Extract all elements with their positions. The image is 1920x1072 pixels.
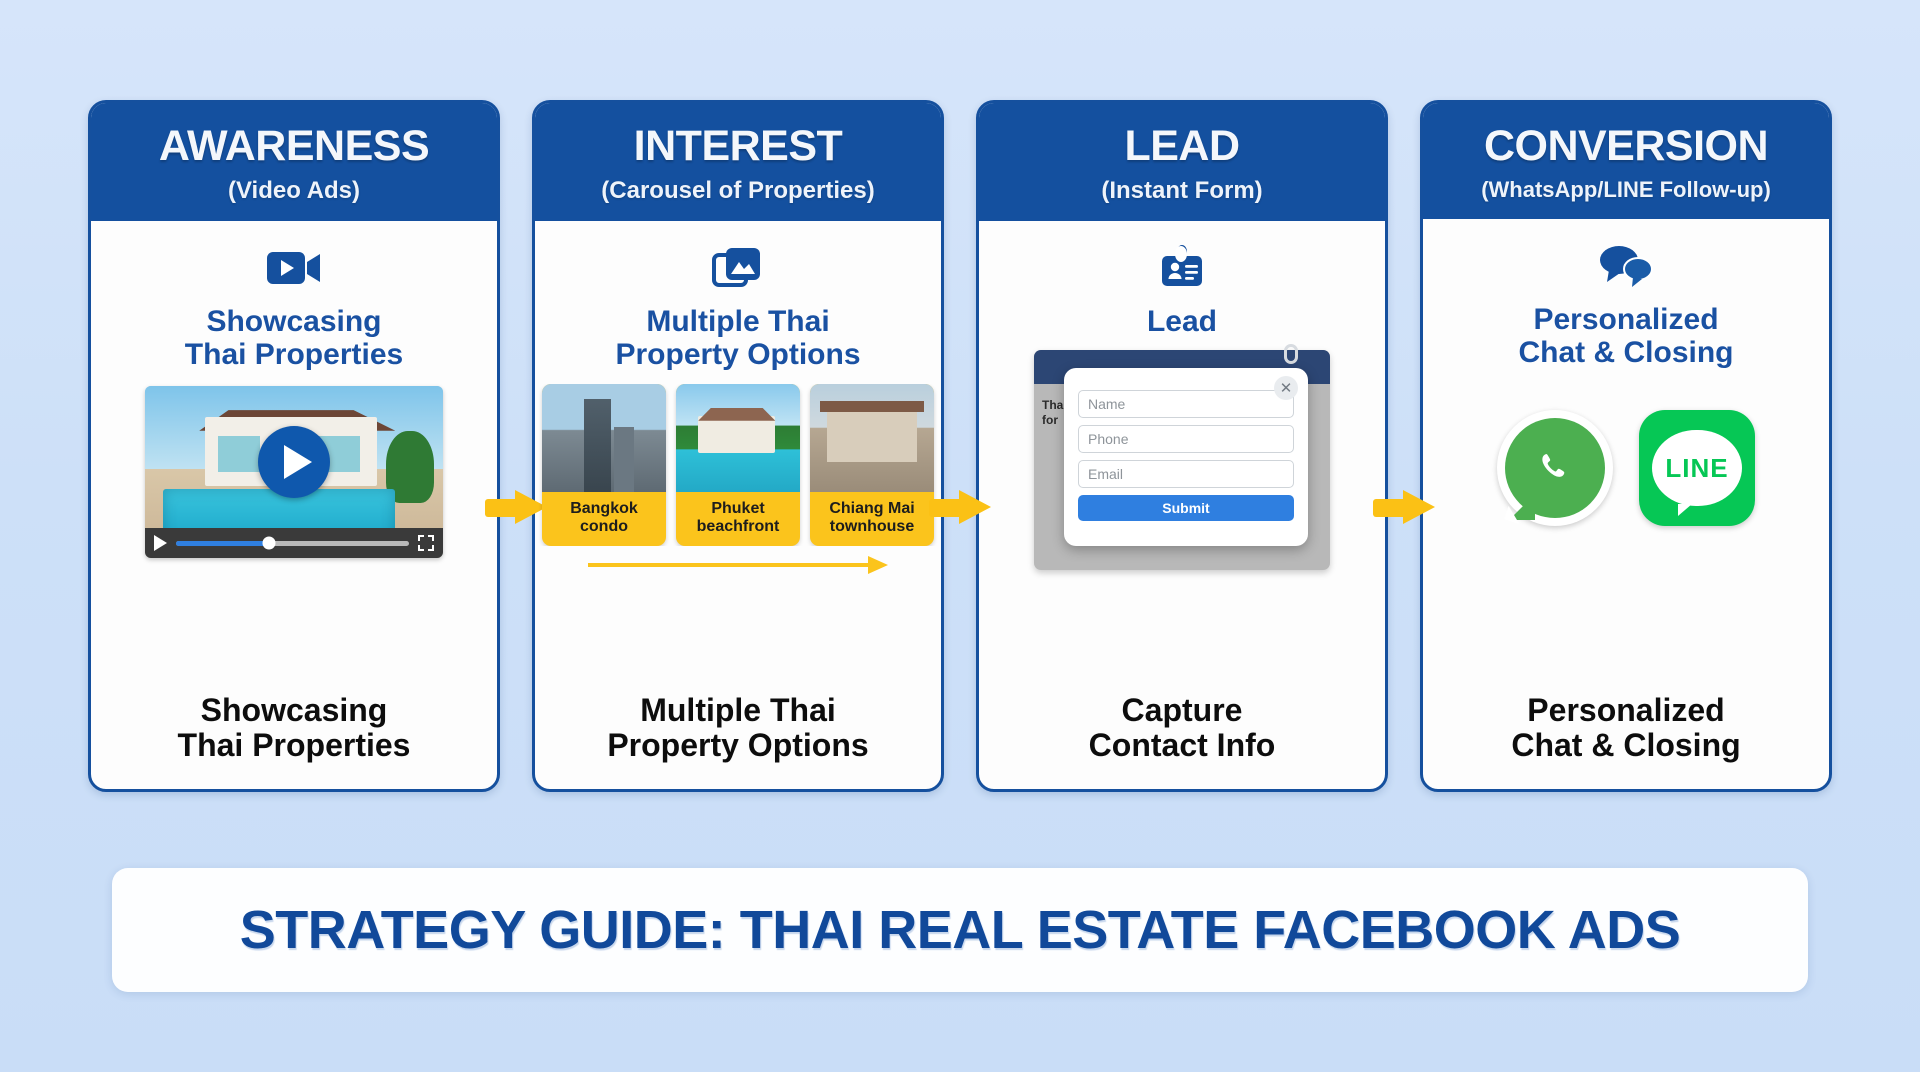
carousel-item-caption: Phuket beachfront bbox=[676, 492, 800, 546]
stage-footer-caption: Personalized Chat & Closing bbox=[1423, 683, 1829, 789]
fullscreen-icon[interactable] bbox=[418, 535, 434, 552]
stage-title: AWARENESS bbox=[158, 122, 430, 170]
stage-subtitle: (Carousel of Properties) bbox=[601, 176, 875, 204]
caption-line-2: beachfront bbox=[696, 517, 780, 535]
caption-line-2: townhouse bbox=[829, 517, 915, 535]
stage-title: INTEREST bbox=[633, 122, 843, 170]
stage-card-interest[interactable]: INTEREST (Carousel of Properties) Multip… bbox=[532, 100, 944, 792]
video-window bbox=[218, 436, 260, 473]
carousel-scroll-arrow-icon bbox=[588, 555, 888, 574]
instant-form-mockup[interactable]: Tha for ✕ Name Phone Email Submit bbox=[1032, 344, 1332, 574]
stage-body: Showcasing Thai Properties bbox=[91, 221, 497, 683]
caption-line-1: Phuket bbox=[711, 500, 765, 518]
stage-header: INTEREST (Carousel of Properties) bbox=[535, 103, 941, 221]
property-photo-phuket bbox=[676, 384, 800, 493]
arrow-gap-1 bbox=[485, 100, 547, 792]
foot-line-2: Chat & Closing bbox=[1511, 726, 1741, 763]
stage-card-lead[interactable]: LEAD (Instant Form) bbox=[976, 100, 1388, 792]
page-title: STRATEGY GUIDE: THAI REAL ESTATE FACEBOO… bbox=[239, 900, 1681, 960]
stage-title: LEAD bbox=[1124, 122, 1240, 170]
close-icon[interactable]: ✕ bbox=[1274, 376, 1298, 401]
flow-arrow-icon bbox=[1373, 490, 1435, 524]
stage-subtitle: (WhatsApp/LINE Follow-up) bbox=[1481, 176, 1771, 202]
stage-header: CONVERSION (WhatsApp/LINE Follow-up) bbox=[1423, 103, 1829, 219]
image-stack-icon bbox=[712, 239, 764, 297]
stage-mid-label: Lead bbox=[1147, 305, 1217, 339]
carousel-item[interactable]: Phuket beachfront bbox=[676, 384, 800, 546]
whatsapp-icon[interactable] bbox=[1497, 410, 1613, 527]
mid-label-line-1: Showcasing bbox=[206, 304, 382, 338]
caption-line-1: Bangkok bbox=[570, 500, 638, 518]
flow-arrow-icon bbox=[485, 490, 547, 524]
stage-footer-caption: Multiple Thai Property Options bbox=[535, 683, 941, 789]
stage-body: Lead Tha for ✕ Name Phone bbox=[979, 221, 1385, 683]
property-photo-bangkok bbox=[542, 384, 666, 493]
stage-header: AWARENESS (Video Ads) bbox=[91, 103, 497, 221]
submit-button[interactable]: Submit bbox=[1078, 495, 1294, 522]
caption-line-2: condo bbox=[580, 517, 628, 535]
stage-card-conversion[interactable]: CONVERSION (WhatsApp/LINE Follow-up) Per… bbox=[1420, 100, 1832, 792]
stage-card-awareness[interactable]: AWARENESS (Video Ads) Showcasing Thai Pr… bbox=[88, 100, 500, 792]
mid-label-line-2: Property Options bbox=[615, 338, 861, 372]
foot-line-2: Contact Info bbox=[1088, 726, 1276, 763]
lead-form-modal[interactable]: ✕ Name Phone Email Submit bbox=[1064, 368, 1308, 547]
foot-line-2: Thai Properties bbox=[177, 726, 411, 763]
video-progress-fill bbox=[176, 540, 270, 546]
mid-label-line-1: Personalized bbox=[1533, 302, 1719, 336]
mid-label-line-2: Chat & Closing bbox=[1518, 336, 1734, 370]
stage-mid-label: Personalized Chat & Closing bbox=[1519, 303, 1734, 370]
arrow-gap-2 bbox=[929, 100, 991, 792]
email-field[interactable]: Email bbox=[1078, 460, 1294, 489]
id-badge-icon bbox=[1156, 239, 1208, 297]
stage-subtitle: (Instant Form) bbox=[1101, 176, 1263, 204]
line-label: LINE bbox=[1652, 430, 1742, 517]
stage-body: Personalized Chat & Closing LINE bbox=[1423, 219, 1829, 683]
foot-line-1: Personalized bbox=[1527, 691, 1725, 728]
video-player[interactable] bbox=[145, 386, 443, 559]
property-photo-chiangmai bbox=[810, 384, 934, 493]
phone-field[interactable]: Phone bbox=[1078, 425, 1294, 454]
property-carousel[interactable]: Bangkok condo Phuket beachfront bbox=[536, 384, 940, 546]
video-progress-knob[interactable] bbox=[262, 536, 276, 550]
foot-line-1: Multiple Thai bbox=[640, 691, 836, 728]
video-camera-icon bbox=[266, 239, 322, 297]
carousel-item-caption: Chiang Mai townhouse bbox=[810, 492, 934, 546]
mid-label-line-1: Multiple Thai bbox=[646, 304, 830, 338]
stage-subtitle: (Video Ads) bbox=[227, 176, 360, 204]
play-icon[interactable] bbox=[258, 425, 330, 498]
messaging-apps: LINE bbox=[1497, 410, 1755, 527]
stage-body: Multiple Thai Property Options Bangkok c… bbox=[535, 221, 941, 683]
line-icon[interactable]: LINE bbox=[1639, 410, 1755, 527]
caption-line-1: Chiang Mai bbox=[829, 500, 915, 518]
background-text-line-1: Tha bbox=[1042, 398, 1064, 413]
background-text: Tha for bbox=[1034, 384, 1094, 442]
mid-label-line-1: Lead bbox=[1146, 304, 1218, 338]
foot-line-2: Property Options bbox=[607, 726, 869, 763]
title-banner: STRATEGY GUIDE: THAI REAL ESTATE FACEBOO… bbox=[112, 868, 1808, 992]
stage-footer-caption: Capture Contact Info bbox=[979, 683, 1385, 789]
clip-icon bbox=[1284, 344, 1298, 365]
mid-label-line-2: Thai Properties bbox=[184, 338, 404, 372]
stage-footer-caption: Showcasing Thai Properties bbox=[91, 683, 497, 789]
foot-line-1: Capture bbox=[1121, 691, 1243, 728]
name-field[interactable]: Name bbox=[1078, 390, 1294, 419]
funnel-stages: AWARENESS (Video Ads) Showcasing Thai Pr… bbox=[88, 100, 1832, 800]
carousel-item-caption: Bangkok condo bbox=[542, 492, 666, 546]
stage-mid-label: Multiple Thai Property Options bbox=[615, 305, 860, 372]
video-progress-track[interactable] bbox=[176, 536, 409, 550]
stage-mid-label: Showcasing Thai Properties bbox=[185, 305, 403, 372]
carousel-item[interactable]: Chiang Mai townhouse bbox=[810, 384, 934, 546]
chat-bubbles-icon bbox=[1597, 237, 1655, 295]
background-text-line-2: for bbox=[1042, 413, 1058, 428]
carousel-item[interactable]: Bangkok condo bbox=[542, 384, 666, 546]
stage-title: CONVERSION bbox=[1483, 122, 1769, 170]
video-controls-bar[interactable] bbox=[145, 528, 443, 559]
foot-line-1: Showcasing bbox=[200, 691, 388, 728]
play-small-icon[interactable] bbox=[154, 535, 167, 552]
stage-header: LEAD (Instant Form) bbox=[979, 103, 1385, 221]
arrow-gap-3 bbox=[1373, 100, 1435, 792]
flow-arrow-icon bbox=[929, 490, 991, 524]
